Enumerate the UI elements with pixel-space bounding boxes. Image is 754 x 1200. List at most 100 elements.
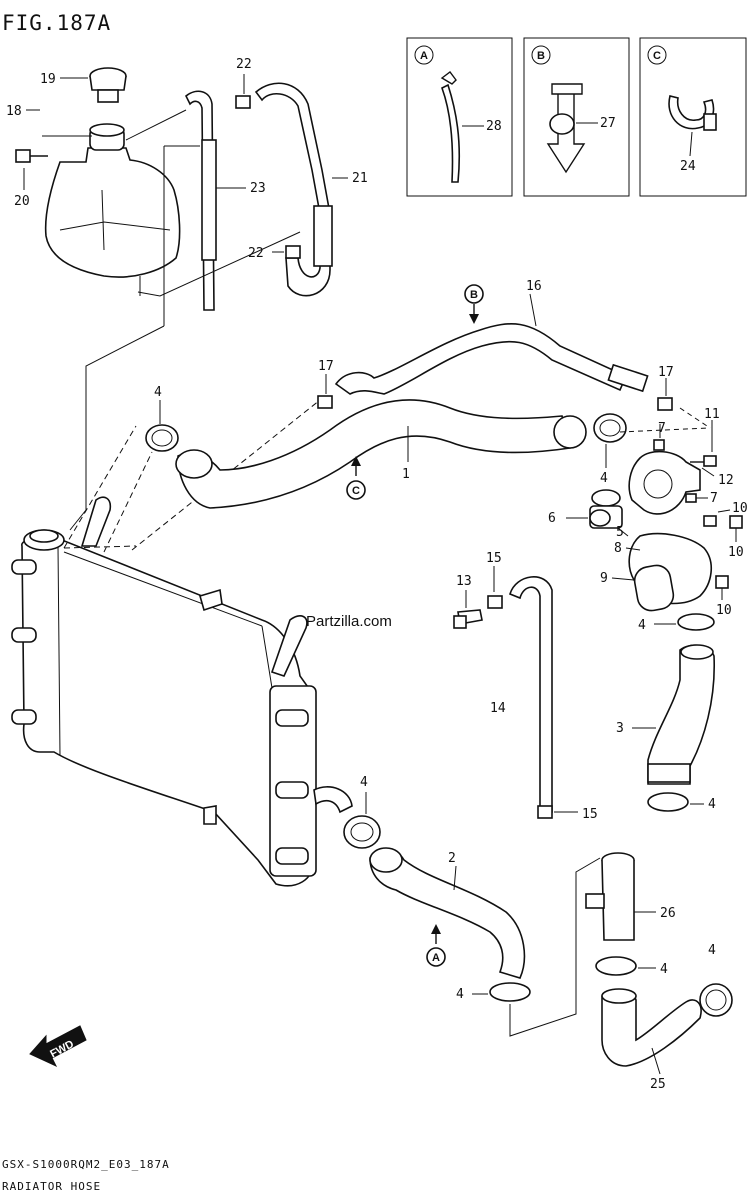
clamp-4-f: 4 (456, 982, 531, 1002)
inset-a-mark: A (420, 50, 428, 62)
label-bolt-13: 13 (456, 574, 472, 589)
label-hose-3: 3 (616, 721, 624, 736)
fwd-arrow-icon: FWD (29, 1025, 87, 1068)
bolt-10-c: 10 (715, 575, 732, 618)
label-hose-23: 23 (250, 181, 266, 196)
hose-25: 25 (601, 988, 702, 1092)
clip-17-b: 17 (657, 365, 674, 411)
clip-15-top: 15 (486, 551, 503, 609)
label-clip-22b: 22 (248, 246, 264, 261)
label-clamp-4e: 4 (360, 775, 368, 790)
label-bolt-20: 20 (14, 194, 30, 209)
bolt-7-b: 7 (685, 491, 718, 506)
hose-21: 21 (254, 82, 368, 297)
inset-b-mark: B (537, 50, 545, 62)
radiator (11, 496, 353, 887)
bolt-13: 13 (453, 574, 483, 629)
hose-clip-icon (440, 71, 457, 85)
marker-a: A (426, 924, 446, 967)
bolt-10-a: 10 (703, 501, 748, 527)
label-clip-15a: 15 (486, 551, 502, 566)
label-hose-1: 1 (402, 467, 410, 482)
label-cap: 19 (40, 72, 56, 87)
label-thermostat-6: 6 (548, 511, 556, 526)
marker-b-label: B (470, 289, 478, 301)
leader-hose2-joint (509, 857, 601, 1037)
hose-clamp-icon (668, 95, 715, 130)
clip-22-top: 22 (235, 57, 252, 109)
label-clip-17a: 17 (318, 359, 334, 374)
leader-tank-radiator (69, 231, 301, 531)
hose-2: 2 (369, 847, 526, 979)
label-reservoir: 18 (6, 104, 22, 119)
figure-title: FIG.187A (2, 11, 111, 35)
clamp-4-g: 4 (595, 956, 668, 977)
label-bolt-10b: 10 (728, 545, 744, 560)
marker-c-label: C (352, 485, 360, 497)
label-joint-26: 26 (660, 906, 676, 921)
label-bolt-10c: 10 (716, 603, 732, 618)
watermark: Partzilla.com (306, 613, 392, 630)
guide-lines (63, 399, 321, 553)
label-bolt-10a: 10 (732, 501, 748, 516)
label-clip-22a: 22 (236, 57, 252, 72)
inset-b-part: 27 (600, 116, 616, 131)
label-case-8: 8 (614, 541, 622, 556)
marker-b: B (464, 284, 484, 324)
label-clip-17b: 17 (658, 365, 674, 380)
clamp-4-d: 4 (647, 792, 716, 812)
label-hose-14: 14 (490, 701, 506, 716)
inset-c-mark: C (653, 50, 661, 62)
label-gasket-9: 9 (600, 571, 608, 586)
label-case-5: 5 (616, 525, 624, 540)
thermostat-6: 6 (548, 489, 623, 529)
label-clamp-4d: 4 (708, 797, 716, 812)
bolt-20: 20 (14, 149, 48, 209)
bolt-11-12: 11 12 (690, 407, 734, 488)
hose-3: 3 (616, 644, 716, 785)
clamp-4-a: 4 (145, 385, 179, 452)
clip-15-bottom: 15 (537, 805, 598, 822)
label-clamp-4c: 4 (638, 618, 646, 633)
inset-c: C 24 (639, 37, 747, 197)
inset-b: B 27 (523, 37, 630, 197)
label-clip-15b: 15 (582, 807, 598, 822)
marker-a-label: A (432, 952, 440, 964)
bolt-7-a: 7 (653, 421, 666, 451)
label-bolt-11: 11 (704, 407, 720, 422)
hose-23: 23 (125, 90, 266, 326)
inset-c-part: 24 (680, 159, 696, 174)
label-hose-2: 2 (448, 851, 456, 866)
clamp-4-c: 4 (638, 613, 715, 633)
clamp-4-e: 4 (343, 775, 381, 849)
label-clamp-4a: 4 (154, 385, 162, 400)
label-hose-21: 21 (352, 171, 368, 186)
clip-22-bottom: 22 (248, 245, 301, 261)
clamp-4-b: 4 (593, 413, 627, 486)
label-clamp-4b: 4 (600, 471, 608, 486)
thermostat-cap (619, 407, 711, 515)
label-bolt-12: 12 (718, 473, 734, 488)
inset-a-part: 28 (486, 119, 502, 134)
reservoir-tank: 18 (6, 104, 181, 296)
clamp-arrow-icon (546, 83, 586, 174)
hose-1: 1 (175, 399, 587, 509)
hose-16: 16 (334, 279, 649, 395)
label-hose-16: 16 (526, 279, 542, 294)
hose-14: 14 (490, 576, 553, 813)
label-clamp-4f: 4 (456, 987, 464, 1002)
label-clamp-4g: 4 (660, 962, 668, 977)
label-clamp-4h: 4 (708, 943, 716, 958)
footer-name: RADIATOR HOSE (2, 1180, 101, 1193)
reservoir-cap: 19 (40, 67, 127, 103)
clip-17-a: 17 (317, 359, 334, 409)
joint-pipe-26: 26 (585, 852, 676, 941)
label-bolt-7a: 7 (658, 421, 666, 436)
gasket-9: 9 (600, 564, 675, 612)
label-bolt-7b: 7 (710, 491, 718, 506)
inset-a: A 28 (406, 37, 513, 197)
marker-c: C (346, 456, 366, 500)
bolt-10-b: 10 (728, 515, 744, 560)
footer-code: GSX-S1000RQM2_E03_187A (2, 1158, 170, 1171)
